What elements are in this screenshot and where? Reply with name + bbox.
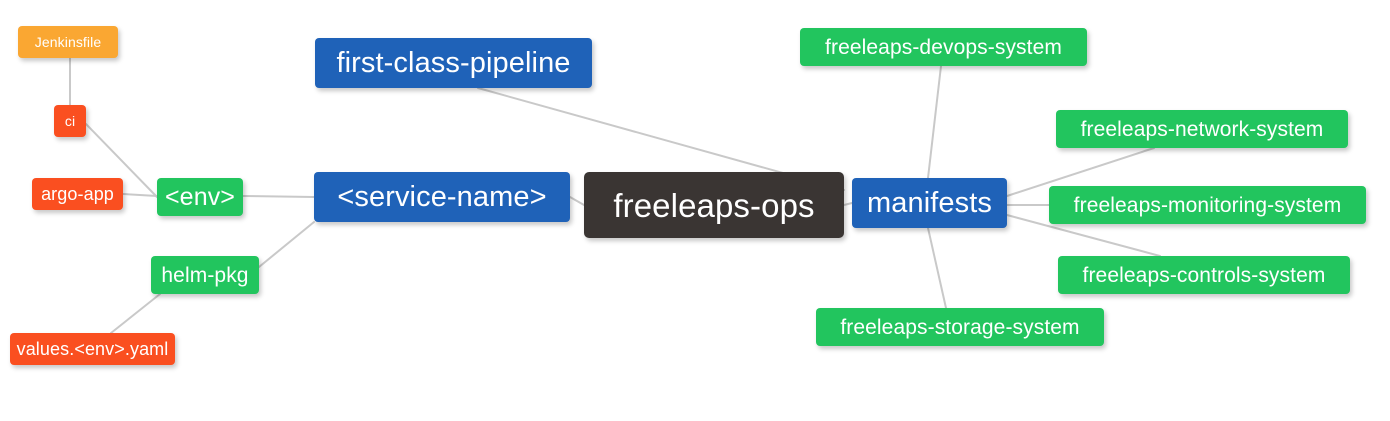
node-freeleaps-ops[interactable]: freeleaps-ops: [584, 172, 844, 238]
node-helm-pkg[interactable]: helm-pkg: [151, 256, 259, 294]
edge-service-name-to-helm-pkg: [258, 221, 315, 268]
node-ci[interactable]: ci: [54, 105, 86, 137]
node-service-name[interactable]: <service-name>: [314, 172, 570, 222]
node-freeleaps-network-system[interactable]: freeleaps-network-system: [1056, 110, 1348, 148]
node-values-env-yaml[interactable]: values.<env>.yaml: [10, 333, 175, 365]
edge-argo-app-to-env: [122, 193, 158, 197]
edge-helm-pkg-to-values-env-yaml: [110, 293, 161, 334]
node-freeleaps-devops-system[interactable]: freeleaps-devops-system: [800, 28, 1087, 66]
node-manifests[interactable]: manifests: [852, 178, 1007, 228]
edge-manifests-to-freeleaps-devops-system: [927, 65, 942, 179]
node-freeleaps-storage-system[interactable]: freeleaps-storage-system: [816, 308, 1104, 346]
node-jenkinsfile[interactable]: Jenkinsfile: [18, 26, 118, 58]
edge-freeleaps-ops-to-manifests: [843, 202, 853, 206]
edge-service-name-to-freeleaps-ops: [569, 196, 585, 206]
node-argo-app[interactable]: argo-app: [32, 178, 123, 210]
node-freeleaps-monitoring-system[interactable]: freeleaps-monitoring-system: [1049, 186, 1366, 224]
node-env[interactable]: <env>: [157, 178, 243, 216]
edge-manifests-to-freeleaps-storage-system: [927, 227, 947, 309]
node-freeleaps-controls-system[interactable]: freeleaps-controls-system: [1058, 256, 1350, 294]
node-first-class-pipeline[interactable]: first-class-pipeline: [315, 38, 592, 88]
edge-env-to-service-name: [242, 195, 315, 198]
